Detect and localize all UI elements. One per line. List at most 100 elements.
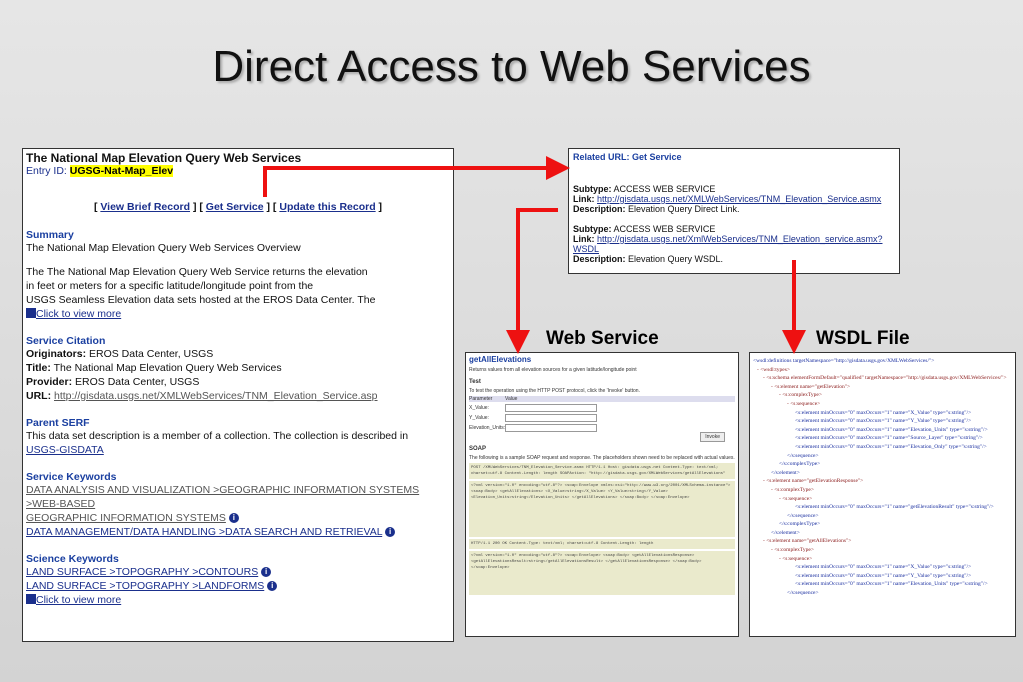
service-record-panel: The National Map Elevation Query Web Ser… <box>22 148 454 642</box>
wsdl-line: </s:complexType> <box>779 521 821 528</box>
invoke-row: Invoke <box>469 432 735 442</box>
parent-heading: Parent SERF <box>26 417 90 429</box>
bracket: ] [ <box>192 201 203 213</box>
link-label: Link: <box>573 234 595 244</box>
soap-request-body: <?xml version="1.0" encoding="utf-8"?> <… <box>469 481 735 537</box>
provider-row: Provider: EROS Data Center, USGS <box>26 375 450 389</box>
wsdl-line: - <s:schema elementFormDefault="qualifie… <box>763 375 1007 382</box>
wsdl-line: <s:element minOccurs="0" maxOccurs="1" n… <box>795 581 988 588</box>
arrow-to-web-service <box>506 208 558 354</box>
keyword-row-1b: GEOGRAPHIC INFORMATION SYSTEMS i <box>26 511 450 525</box>
parent-text: This data set description is a member of… <box>26 430 409 442</box>
subtype-row: Subtype: ACCESS WEB SERVICE <box>573 184 895 194</box>
wsdl-line: - <s:complexType> <box>779 392 822 399</box>
operation-heading: getAllElevations <box>469 355 532 364</box>
wsdl-line: <s:element minOccurs="0" maxOccurs="1" n… <box>795 572 972 579</box>
info-icon[interactable]: i <box>267 581 278 591</box>
param-header: Parameter Value <box>469 396 735 402</box>
wsdl-line: </s:sequence> <box>787 590 819 597</box>
wsdl-line: - <s:complexType> <box>771 486 814 493</box>
wsdl-line: <s:element minOccurs="0" maxOccurs="1" n… <box>795 564 972 571</box>
provider-value: EROS Data Center, USGS <box>72 376 200 388</box>
keyword-link-1b[interactable]: GEOGRAPHIC INFORMATION SYSTEMS <box>26 512 226 524</box>
x-value-label: X_Value: <box>469 405 489 411</box>
wsdl-line: - <s:complexType> <box>771 547 814 554</box>
test-heading: Test <box>469 379 481 385</box>
wsdl-xml: <wsdl:definitions targetNamespace="http:… <box>750 353 1015 602</box>
entry-label: Entry ID: <box>26 165 70 177</box>
citation-heading: Service Citation <box>26 335 106 347</box>
description-value: Elevation Query Direct Link. <box>625 204 740 214</box>
subtype-value: ACCESS WEB SERVICE <box>611 184 716 194</box>
view-more-label: Click to view more <box>36 308 122 320</box>
keyword-link-1[interactable]: DATA ANALYSIS AND VISUALIZATION >GEOGRAP… <box>26 484 420 510</box>
link-row: Link: http://gisdata.usgs.net/XMLWebServ… <box>573 194 895 204</box>
wsdl-line: </s:element> <box>771 469 800 476</box>
url-label: URL: <box>26 390 52 402</box>
science-keywords-heading: Science Keywords <box>26 553 119 565</box>
subtype-value: ACCESS WEB SERVICE <box>611 224 716 234</box>
subtype-row: Subtype: ACCESS WEB SERVICE <box>573 224 895 234</box>
y-value-label: Y_Value: <box>469 415 489 421</box>
parameter-header: Parameter <box>469 396 493 402</box>
provider-label: Provider: <box>26 376 73 388</box>
web-service-panel: getAllElevations Returns values from all… <box>465 352 739 637</box>
y-value-row: Y_Value: <box>469 414 735 422</box>
science-link-2[interactable]: LAND SURFACE >TOPOGRAPHY >LANDFORMS <box>26 580 265 592</box>
slide-title: Direct Access to Web Services <box>212 42 811 91</box>
wsdl-link[interactable]: http://gisdata.usgs.net/XmlWebServices/T… <box>573 234 883 254</box>
wsdl-line: <s:element minOccurs="0" maxOccurs="1" n… <box>795 435 983 442</box>
entry-id-row: Entry ID: UGSG-Nat-Map_Elev <box>26 165 450 177</box>
originators-label: Originators: <box>26 348 87 360</box>
service-url-link[interactable]: http://gisdata.usgs.net/XMLWebServices/T… <box>54 390 378 402</box>
wsdl-panel: <wsdl:definitions targetNamespace="http:… <box>749 352 1016 637</box>
science-link-1[interactable]: LAND SURFACE >TOPOGRAPHY >CONTOURS <box>26 566 259 578</box>
record-links: [ View Brief Record ] [ Get Service ] [ … <box>26 201 450 213</box>
wsdl-line: <s:element minOccurs="0" maxOccurs="1" n… <box>795 418 972 425</box>
invoke-button[interactable]: Invoke <box>700 432 725 442</box>
y-value-input[interactable] <box>505 414 597 422</box>
update-record-link[interactable]: Update this Record <box>279 201 376 213</box>
soap-heading: SOAP <box>469 446 487 452</box>
title-value: The National Map Elevation Query Web Ser… <box>50 362 282 374</box>
wsdl-line: </s:complexType> <box>779 461 821 468</box>
link-row: Link: http://gisdata.usgs.net/XmlWebServ… <box>573 234 895 254</box>
wsdl-line: </s:sequence> <box>787 452 819 459</box>
parent-link[interactable]: USGS-GISDATA <box>26 444 104 456</box>
title-row: Title: The National Map Elevation Query … <box>26 361 450 375</box>
x-value-row: X_Value: <box>469 404 735 412</box>
wsdl-file-label: WSDL File <box>816 328 910 349</box>
wsdl-line: <wsdl:definitions targetNamespace="http:… <box>753 358 935 364</box>
summary-text-2: in feet or meters for a specific latitud… <box>26 280 314 292</box>
science-row-1: LAND SURFACE >TOPOGRAPHY >CONTOURS i <box>26 565 450 579</box>
keyword-link-2[interactable]: DATA MANAGEMENT/DATA HANDLING >DATA SEAR… <box>26 526 383 538</box>
entry-id: UGSG-Nat-Map_Elev <box>69 165 174 177</box>
service-keywords-heading: Service Keywords <box>26 471 117 483</box>
originators-row: Originators: EROS Data Center, USGS <box>26 347 450 361</box>
expand-icon <box>26 308 36 318</box>
expand-icon <box>26 594 36 604</box>
wsdl-line: </s:element> <box>771 529 800 536</box>
soap-request-header: POST /XMLWebServices/TNM_Elevation_Servi… <box>469 463 735 479</box>
url-row: URL: http://gisdata.usgs.net/XMLWebServi… <box>26 389 450 403</box>
view-brief-record-link[interactable]: View Brief Record <box>100 201 191 213</box>
view-more-label: Click to view more <box>36 594 122 606</box>
units-input[interactable] <box>505 424 597 432</box>
view-more-link[interactable]: Click to view more <box>26 307 450 321</box>
wsdl-line: - <s:sequence> <box>787 400 821 407</box>
value-header: Value <box>505 396 518 402</box>
get-service-link[interactable]: Get Service <box>205 201 264 213</box>
x-value-input[interactable] <box>505 404 597 412</box>
info-icon[interactable]: i <box>261 567 272 577</box>
wsdl-line: - <s:sequence> <box>779 555 813 562</box>
description-value: Elevation Query WSDL. <box>625 254 724 264</box>
bracket: [ <box>93 201 98 213</box>
soap-description: The following is a sample SOAP request a… <box>469 455 735 461</box>
view-more-link[interactable]: Click to view more <box>26 593 450 607</box>
service-asmx-link[interactable]: http://gisdata.usgs.net/XMLWebServices/T… <box>597 194 882 204</box>
title-label: Title: <box>26 362 51 374</box>
bracket: ] <box>378 201 383 213</box>
record-heading: The National Map Elevation Query Web Ser… <box>26 151 302 165</box>
info-icon[interactable]: i <box>228 513 239 523</box>
info-icon[interactable]: i <box>385 527 396 537</box>
